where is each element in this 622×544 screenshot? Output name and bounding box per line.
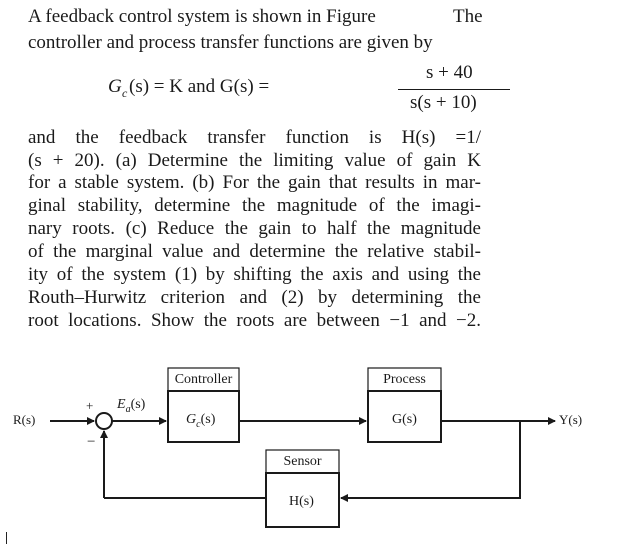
problem-line-11: root locations. Show the roots are betwe… [28,310,481,331]
block-diagram: Controller Process Sensor Gc(s) G(s) H(s… [0,360,622,544]
problem-line-7: nary roots. (c) Reduce the gain to half … [28,218,481,239]
controller-tf-subscript: c [196,418,201,430]
problem-line-10: Routh–Hurwitz criterion and (2) by deter… [28,287,481,308]
problem-line-1: A feedback control system is shown in Fi… [28,6,376,27]
summing-minus-sign: − [87,434,96,450]
equation-lhs-subscript: c [122,86,128,100]
error-subscript: a [125,403,131,415]
controller-tf-symbol: G [186,412,197,427]
problem-line-6: ginal stability, determine the magnitude… [28,195,481,216]
edge-artifact-mark [6,532,7,544]
equation-lhs: G [108,76,122,97]
problem-line-9: ity of the system (1) by shifting the ax… [28,264,481,285]
problem-line-4: (s + 20). (a) Determine the limiting val… [28,150,481,171]
problem-line-5: for a stable system. (b) For the gain th… [28,172,481,193]
summing-plus-sign: + [86,398,94,413]
equation-numerator: s + 40 [426,62,473,83]
controller-transfer-function: Gc(s) [186,412,215,430]
error-signal-label: Ea(s) [117,397,145,415]
problem-line-3: and the feedback transfer function is H(… [28,127,481,148]
problem-line-8: of the marginal value and determine the … [28,241,481,262]
sensor-transfer-function: H(s) [289,494,314,509]
input-signal-label: R(s) [13,412,36,427]
error-rest: (s) [130,397,146,412]
equation-denominator: s(s + 10) [410,92,477,113]
output-signal-label: Y(s) [559,412,583,427]
problem-line-1-suffix: The [453,6,483,27]
problem-line-2: controller and process transfer function… [28,32,433,53]
controller-block-title: Controller [174,372,233,387]
fraction-bar [398,89,510,91]
sensor-block-title: Sensor [283,454,322,469]
process-transfer-function: G(s) [392,412,417,427]
process-block-title: Process [383,372,426,387]
error-symbol: E [117,397,126,412]
equation-lhs-rest: (s) = K and G(s) = [129,76,270,97]
controller-tf-rest: (s) [200,412,216,427]
block-diagram-lines [50,367,556,528]
